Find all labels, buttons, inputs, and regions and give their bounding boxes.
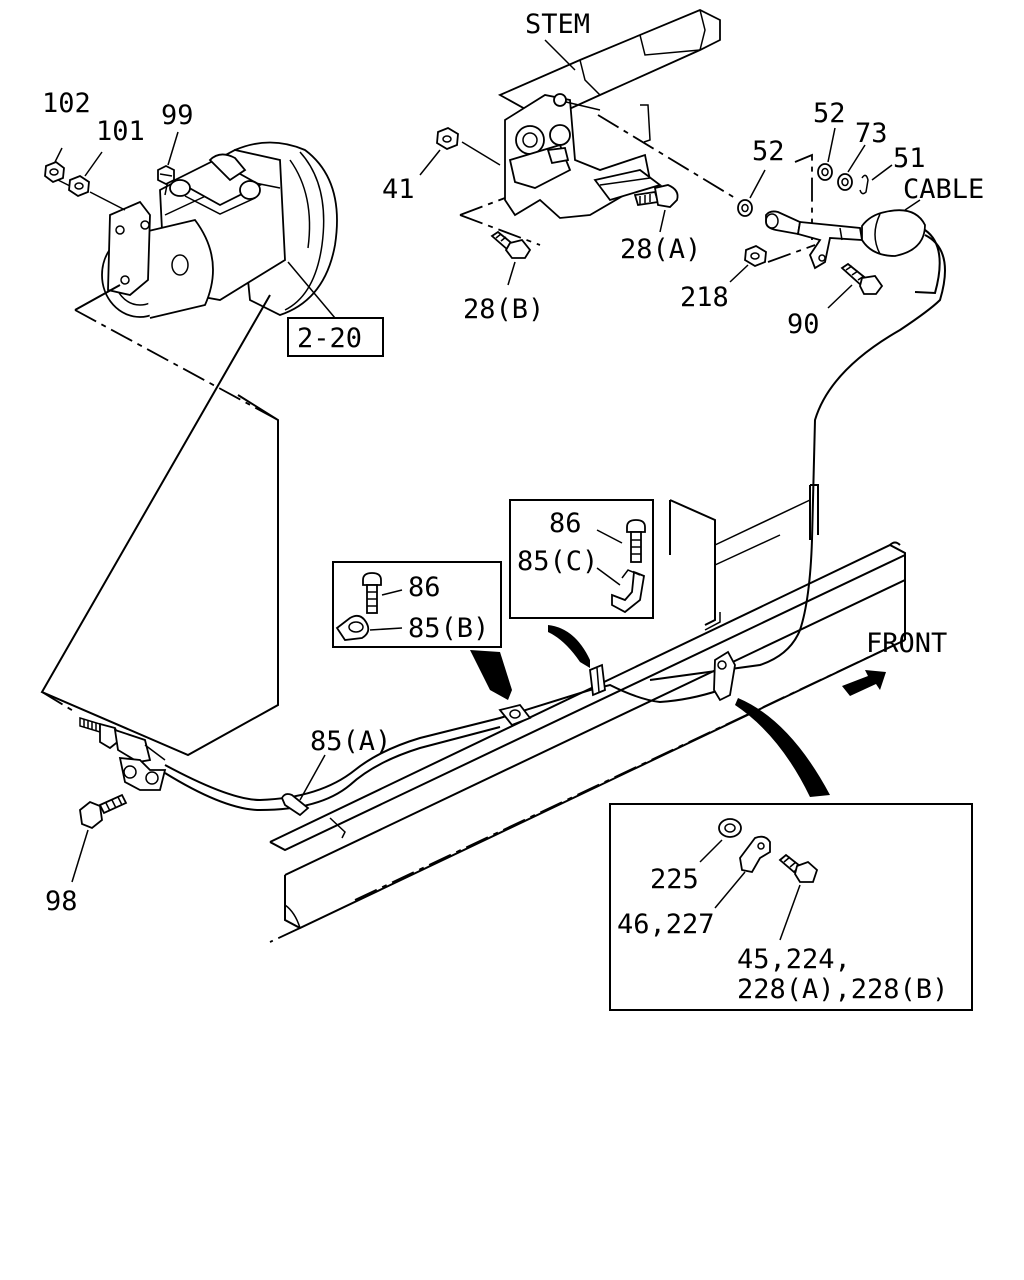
callout-arrow-right <box>735 698 830 797</box>
bolt-98 <box>79 793 128 830</box>
callout-arrow-85b <box>470 650 512 700</box>
washer-52-b <box>817 163 833 181</box>
clip-51 <box>859 174 869 195</box>
rail-clip-right <box>713 650 736 702</box>
front-label: FRONT <box>866 628 947 659</box>
front-arrow-icon <box>842 670 886 696</box>
part-85c-label: 85(C) <box>517 546 598 577</box>
detail-box-85b <box>332 561 502 648</box>
reference-page-label: 2-20 <box>297 323 362 354</box>
part-218-label: 218 <box>680 282 729 313</box>
cable-clevis <box>765 209 926 270</box>
part-102-label: 102 <box>42 88 91 119</box>
part-99-label: 99 <box>161 100 194 131</box>
part-101-label: 101 <box>96 116 145 147</box>
clip-85a <box>281 793 310 817</box>
part-46-227-label: 46,227 <box>617 909 715 940</box>
nut-102 <box>44 160 65 184</box>
stem-label: STEM <box>525 9 590 40</box>
cable-front-end <box>79 716 167 791</box>
part-98-label: 98 <box>45 886 78 917</box>
nut-218 <box>744 244 767 268</box>
part-41-label: 41 <box>382 174 415 205</box>
bolt-28b <box>490 230 532 259</box>
part-225-label: 225 <box>650 864 699 895</box>
detail-box-lower <box>609 803 973 1011</box>
frame-rail <box>269 484 906 943</box>
part-85b-label: 85(B) <box>408 613 489 644</box>
part-90-label: 90 <box>787 309 820 340</box>
transmission-brake-assembly <box>57 141 338 319</box>
part-52-b-label: 52 <box>813 98 846 129</box>
cable-label: CABLE <box>903 174 984 205</box>
nut-101 <box>68 174 90 198</box>
bolt-28a <box>633 184 679 208</box>
part-228-label: 228(A),228(B) <box>737 974 948 1005</box>
part-52-a-label: 52 <box>752 136 785 167</box>
part-86-b-label: 86 <box>408 572 441 603</box>
washer-52-a <box>737 199 753 217</box>
brake-cable-front <box>164 683 721 802</box>
parking-brake-lever <box>497 9 721 219</box>
nut-99 <box>157 164 175 186</box>
rail-clip-85c <box>589 663 606 697</box>
part-86-a-label: 86 <box>549 508 582 539</box>
detail-box-85c <box>509 499 654 619</box>
part-85a-label: 85(A) <box>310 726 391 757</box>
part-51-label: 51 <box>893 143 926 174</box>
part-73-label: 73 <box>855 118 888 149</box>
callout-arrow-85c <box>548 625 590 668</box>
bolt-90 <box>840 262 884 295</box>
reference-box <box>287 317 384 357</box>
part-45-224-label: 45,224, <box>737 944 851 975</box>
part-28a-label: 28(A) <box>620 234 701 265</box>
rail-clip-85b <box>498 703 532 727</box>
nut-41 <box>436 126 459 151</box>
part-28b-label: 28(B) <box>463 294 544 325</box>
washer-73 <box>837 173 853 191</box>
